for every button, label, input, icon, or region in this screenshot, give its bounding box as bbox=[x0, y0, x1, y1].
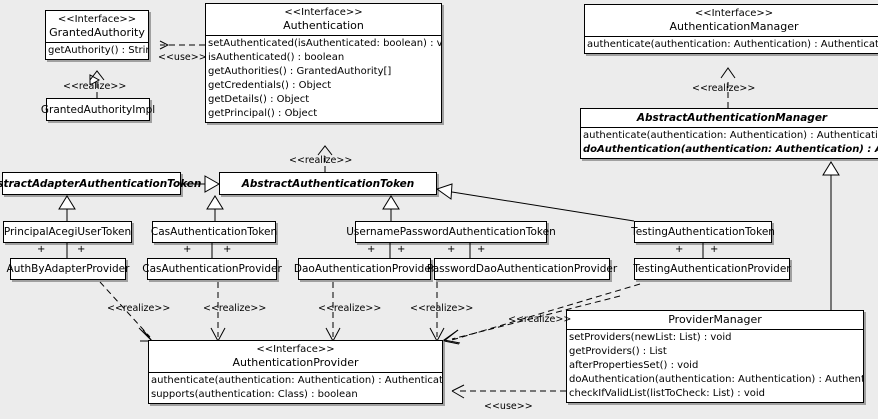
edge-generalize-principal-acegi-user-token bbox=[58, 195, 76, 221]
class-header: <<Interface>> AuthenticationProvider bbox=[149, 341, 442, 372]
class-name-label: CasAuthenticationProvider bbox=[142, 263, 282, 275]
operation-item: isAuthenticated() : boolean bbox=[208, 52, 345, 63]
class-name-label: ProviderManager bbox=[668, 313, 762, 326]
class-testing-authentication-token[interactable]: TestingAuthenticationToken bbox=[631, 221, 775, 243]
class-dao-authentication-provider[interactable]: DaoAuthenticationProvider bbox=[294, 258, 435, 280]
stereotype-label: <<Interface>> bbox=[284, 7, 363, 18]
edge-label-realize-granted-authority-impl: <<realize>> bbox=[63, 81, 127, 92]
operation-item: setProviders(newList: List) : void bbox=[569, 332, 732, 343]
class-header: ProviderManager bbox=[567, 311, 863, 329]
multiplicity-marker: + bbox=[675, 244, 684, 255]
class-auth-by-adapter-provider[interactable]: AuthByAdapterProvider bbox=[7, 258, 129, 280]
operation-item: doAuthentication(authentication: Authent… bbox=[583, 144, 878, 155]
class-username-password-authentication-token[interactable]: UsernamePasswordAuthenticationToken bbox=[346, 221, 556, 243]
class-granted-authority-impl[interactable]: GrantedAuthorityImpl bbox=[41, 98, 155, 121]
class-name-label: PasswordDaoAuthenticationProvider bbox=[426, 263, 618, 275]
operations-compartment: getAuthority() : String bbox=[46, 42, 148, 59]
operation-item: doAuthentication(authentication: Authent… bbox=[569, 374, 863, 385]
multiplicity-marker: + bbox=[367, 244, 376, 255]
multiplicity-marker: + bbox=[223, 244, 232, 255]
operations-compartment: authenticate(authentication: Authenticat… bbox=[585, 36, 878, 53]
class-name-label: AbstractAuthenticationToken bbox=[241, 177, 415, 190]
edge-label-realize-provider-manager: <<realize>> bbox=[508, 314, 572, 325]
class-granted-authority[interactable]: <<Interface>> GrantedAuthority getAuthor… bbox=[45, 10, 149, 60]
class-name-label: TestingAuthenticationToken bbox=[631, 226, 775, 238]
class-header: <<Interface>> GrantedAuthority bbox=[46, 11, 148, 42]
edge-label-use-provider-manager-authentication-provider: <<use>> bbox=[484, 401, 533, 412]
edge-label-realize-dao-authentication-provider: <<realize>> bbox=[318, 303, 382, 314]
class-header: AbstractAuthenticationManager bbox=[581, 109, 878, 127]
operation-item: getAuthorities() : GrantedAuthority[] bbox=[208, 66, 392, 77]
stereotype-label: <<Interface>> bbox=[57, 14, 137, 25]
edge-use-provider-manager-authentication-provider bbox=[451, 384, 566, 399]
class-abstract-authentication-manager[interactable]: AbstractAuthenticationManager authentica… bbox=[580, 108, 878, 159]
operation-item: checkIfValidList(listToCheck: List) : vo… bbox=[569, 388, 766, 399]
class-name-label: GrantedAuthorityImpl bbox=[40, 103, 156, 116]
operation-item: setAuthenticated(isAuthenticated: boolea… bbox=[208, 38, 441, 49]
multiplicity-marker: + bbox=[183, 244, 192, 255]
class-authentication-manager[interactable]: <<Interface>> AuthenticationManager auth… bbox=[584, 4, 878, 54]
operation-item: getCredentials() : Object bbox=[208, 80, 332, 91]
class-cas-authentication-token[interactable]: CasAuthenticationToken bbox=[150, 221, 278, 243]
operation-item: getAuthority() : String bbox=[48, 45, 148, 56]
multiplicity-marker: + bbox=[397, 244, 406, 255]
edge-label-use-authentication-granted-authority: <<use>> bbox=[158, 52, 207, 63]
class-principal-acegi-user-token[interactable]: PrincipalAcegiUserToken bbox=[3, 221, 132, 243]
class-cas-authentication-provider[interactable]: CasAuthenticationProvider bbox=[142, 258, 282, 280]
class-name-label: AbstractAdapterAuthenticationToken bbox=[0, 177, 202, 190]
multiplicity-marker: + bbox=[477, 244, 486, 255]
class-provider-manager[interactable]: ProviderManager setProviders(newList: Li… bbox=[566, 310, 864, 403]
stereotype-label: <<Interface>> bbox=[694, 8, 774, 19]
class-name-label: AuthenticationManager bbox=[669, 20, 799, 33]
operation-item: getPrincipal() : Object bbox=[208, 108, 318, 119]
edge-generalize-testing-authentication-token bbox=[435, 183, 635, 222]
edge-generalize-username-password-token bbox=[382, 195, 400, 221]
class-name-label: AuthByAdapterProvider bbox=[6, 263, 130, 275]
class-name-label: TestingAuthenticationProvider bbox=[633, 263, 791, 275]
class-header: <<Interface>> AuthenticationManager bbox=[585, 5, 878, 36]
operation-item: authenticate(authentication: Authenticat… bbox=[151, 375, 442, 386]
edge-label-realize-password-dao-authentication-provider: <<realize>> bbox=[410, 303, 474, 314]
class-password-dao-authentication-provider[interactable]: PasswordDaoAuthenticationProvider bbox=[427, 258, 617, 280]
operation-item: getProviders() : List bbox=[569, 346, 667, 357]
class-name-label: AuthenticationProvider bbox=[232, 356, 359, 369]
operations-compartment: setAuthenticated(isAuthenticated: boolea… bbox=[206, 35, 441, 122]
operation-item: getDetails() : Object bbox=[208, 94, 310, 105]
edge-label-realize-cas-authentication-provider: <<realize>> bbox=[203, 303, 267, 314]
operation-item: supports(authentication: Class) : boolea… bbox=[151, 389, 358, 400]
edge-generalize-provider-manager bbox=[822, 161, 840, 310]
multiplicity-marker: + bbox=[37, 244, 46, 255]
operation-item: afterPropertiesSet() : void bbox=[569, 360, 699, 371]
multiplicity-marker: + bbox=[77, 244, 86, 255]
operations-compartment: setProviders(newList: List) : void getPr… bbox=[567, 329, 863, 402]
multiplicity-marker: + bbox=[710, 244, 719, 255]
class-name-label: UsernamePasswordAuthenticationToken bbox=[346, 226, 556, 238]
class-name-label: CasAuthenticationToken bbox=[150, 226, 278, 238]
multiplicity-marker: + bbox=[447, 244, 456, 255]
class-name-label: DaoAuthenticationProvider bbox=[293, 263, 436, 275]
class-name-label: Authentication bbox=[283, 19, 364, 32]
stereotype-label: <<Interface>> bbox=[256, 344, 335, 355]
class-abstract-adapter-authentication-token[interactable]: AbstractAdapterAuthenticationToken bbox=[0, 172, 201, 195]
operations-compartment: authenticate(authentication: Authenticat… bbox=[581, 127, 878, 158]
operation-item: authenticate(authentication: Authenticat… bbox=[587, 39, 878, 50]
class-name-label: PrincipalAcegiUserToken bbox=[3, 226, 132, 238]
edge-label-realize-abstract-authentication-manager: <<realize>> bbox=[692, 83, 756, 94]
edge-label-realize-auth-by-adapter-provider: <<realize>> bbox=[107, 303, 171, 314]
edge-label-realize-abstract-authentication-token: <<realize>> bbox=[289, 155, 353, 166]
class-authentication[interactable]: <<Interface>> Authentication setAuthenti… bbox=[205, 3, 442, 123]
class-name-label: GrantedAuthority bbox=[49, 26, 145, 39]
edge-generalize-cas-authentication-token bbox=[206, 195, 224, 221]
class-abstract-authentication-token[interactable]: AbstractAuthenticationToken bbox=[219, 172, 437, 195]
operation-item: authenticate(authentication: Authenticat… bbox=[583, 130, 878, 141]
class-authentication-provider[interactable]: <<Interface>> AuthenticationProvider aut… bbox=[148, 340, 443, 404]
class-testing-authentication-provider[interactable]: TestingAuthenticationProvider bbox=[633, 258, 791, 280]
operations-compartment: authenticate(authentication: Authenticat… bbox=[149, 372, 442, 403]
class-header: <<Interface>> Authentication bbox=[206, 4, 441, 35]
class-name-label: AbstractAuthenticationManager bbox=[636, 112, 828, 124]
